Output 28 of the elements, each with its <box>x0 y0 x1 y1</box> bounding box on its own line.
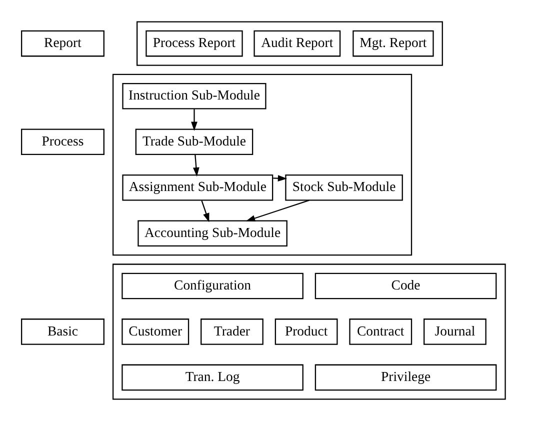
node-box: Customer <box>121 318 189 345</box>
node-box: Process Report <box>145 30 242 57</box>
node-box: Basic <box>20 318 104 345</box>
arrow <box>200 200 209 222</box>
node-box: Contract <box>348 318 412 345</box>
node-box: Tran. Log <box>121 364 303 391</box>
cluster <box>112 264 506 400</box>
node-box: Accounting Sub-Module <box>137 220 287 247</box>
node-box: Privilege <box>314 364 496 391</box>
node-box: Code <box>314 272 496 300</box>
node-box: Instruction Sub-Module <box>122 83 266 110</box>
node-box: Product <box>274 318 338 345</box>
arrow <box>245 200 309 222</box>
node-box: Audit Report <box>253 30 340 57</box>
arrow <box>272 175 287 182</box>
node-box: Process <box>20 128 104 156</box>
node-box: Mgt. Report <box>352 30 434 57</box>
node-box: Report <box>20 30 104 57</box>
arrow <box>192 154 199 177</box>
arrow <box>190 109 197 131</box>
cluster <box>136 21 442 66</box>
node-box: Configuration <box>121 272 303 300</box>
node-box: Journal <box>423 318 486 345</box>
node-box: Trade Sub-Module <box>134 128 253 156</box>
node-box: Assignment Sub-Module <box>122 174 273 201</box>
node-box: Stock Sub-Module <box>284 174 402 201</box>
cluster <box>112 74 412 256</box>
node-box: Trader <box>200 318 263 345</box>
